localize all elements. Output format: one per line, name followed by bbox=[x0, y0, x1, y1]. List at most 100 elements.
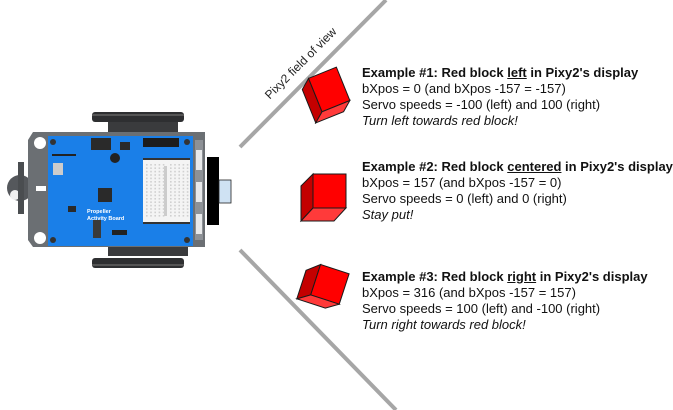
breadboard-hole bbox=[158, 174, 161, 176]
wheel-top bbox=[92, 112, 184, 134]
breadboard-hole bbox=[178, 215, 180, 217]
breadboard-hole bbox=[170, 187, 172, 190]
example-2-servo-speeds: Servo speeds = 0 (left) and 0 (right) bbox=[362, 191, 567, 206]
breadboard-hole bbox=[170, 164, 172, 166]
breadboard-hole bbox=[174, 164, 176, 166]
breadboard-hole bbox=[182, 177, 185, 180]
breadboard-hole bbox=[150, 201, 152, 203]
breadboard-hole bbox=[178, 201, 180, 203]
breadboard-hole bbox=[162, 204, 165, 207]
breadboard-hole bbox=[186, 170, 189, 173]
breadboard-hole bbox=[162, 177, 165, 180]
breadboard-hole bbox=[170, 174, 172, 176]
breadboard-hole bbox=[146, 167, 148, 169]
breadboard-hole bbox=[174, 194, 176, 197]
breadboard-hole bbox=[170, 201, 172, 203]
example-2-title: Example #2: Red block centered in Pixy2'… bbox=[362, 159, 673, 174]
breadboard-hole bbox=[186, 184, 189, 186]
wheel-bottom bbox=[92, 244, 188, 268]
breadboard-hole bbox=[150, 174, 152, 176]
example-1-note: Turn left towards red block! bbox=[362, 113, 518, 128]
breadboard-hole bbox=[170, 194, 172, 197]
breadboard-hole bbox=[174, 174, 176, 176]
breadboard-hole bbox=[182, 184, 185, 186]
breadboard-hole bbox=[178, 181, 180, 183]
breadboard-hole bbox=[178, 187, 180, 190]
example-3: Example #3: Red block right in Pixy2's d… bbox=[362, 269, 648, 333]
breadboard-hole bbox=[158, 177, 161, 180]
breadboard-hole bbox=[158, 170, 161, 173]
example-2-emphasis: centered bbox=[507, 159, 562, 174]
breadboard-hole bbox=[154, 184, 156, 186]
breadboard-hole bbox=[150, 194, 152, 197]
breadboard-hole bbox=[174, 211, 176, 214]
breadboard-hole bbox=[162, 211, 165, 214]
breadboard-hole bbox=[170, 177, 172, 180]
breadboard-hole bbox=[150, 170, 152, 173]
breadboard-hole bbox=[162, 184, 165, 186]
breadboard-hole bbox=[170, 215, 172, 217]
breadboard-hole bbox=[154, 215, 156, 217]
breadboard-hole bbox=[186, 181, 189, 183]
red-block-right bbox=[295, 263, 350, 309]
breadboard-hole bbox=[154, 198, 156, 200]
breadboard-hole bbox=[182, 198, 185, 200]
breadboard-hole bbox=[182, 164, 185, 166]
breadboard-hole bbox=[182, 215, 185, 217]
breadboard-hole bbox=[170, 198, 172, 200]
breadboard-hole bbox=[150, 198, 152, 200]
breadboard-hole bbox=[150, 191, 152, 193]
breadboard-hole bbox=[178, 167, 180, 169]
breadboard-hole bbox=[146, 174, 148, 176]
breadboard-hole bbox=[162, 208, 165, 210]
breadboard-hole bbox=[170, 191, 172, 193]
breadboard-hole bbox=[150, 177, 152, 180]
breadboard-hole bbox=[154, 164, 156, 166]
breadboard-hole bbox=[158, 194, 161, 197]
breadboard-hole bbox=[186, 201, 189, 203]
breadboard-hole bbox=[186, 164, 189, 166]
breadboard-hole bbox=[170, 208, 172, 210]
breadboard-hole bbox=[158, 164, 161, 166]
breadboard-hole bbox=[174, 184, 176, 186]
breadboard-hole bbox=[178, 164, 180, 166]
breadboard-hole bbox=[146, 191, 148, 193]
example-2-bxpos: bXpos = 157 (and bXpos -157 = 0) bbox=[362, 175, 562, 190]
breadboard-hole bbox=[154, 187, 156, 190]
breadboard-hole bbox=[158, 201, 161, 203]
breadboard-hole bbox=[146, 164, 148, 166]
breadboard-hole bbox=[154, 194, 156, 197]
breadboard-hole bbox=[150, 208, 152, 210]
breadboard-hole bbox=[170, 211, 172, 214]
breadboard-hole bbox=[146, 211, 148, 214]
breadboard-hole bbox=[154, 177, 156, 180]
breadboard-hole bbox=[150, 211, 152, 214]
breadboard-hole bbox=[186, 198, 189, 200]
breadboard-hole bbox=[150, 215, 152, 217]
fov-upper-line bbox=[238, 0, 388, 149]
breadboard-hole bbox=[146, 170, 148, 173]
breadboard-hole bbox=[154, 201, 156, 203]
breadboard-hole bbox=[158, 184, 161, 186]
breadboard-hole bbox=[178, 211, 180, 214]
breadboard-hole bbox=[186, 215, 189, 217]
breadboard-hole bbox=[158, 211, 161, 214]
breadboard-hole bbox=[158, 198, 161, 200]
breadboard-hole bbox=[186, 211, 189, 214]
breadboard-hole bbox=[146, 194, 148, 197]
breadboard-hole bbox=[158, 208, 161, 210]
breadboard-hole bbox=[182, 191, 185, 193]
fov-lower-line bbox=[238, 248, 398, 410]
breadboard-hole bbox=[186, 167, 189, 169]
breadboard-hole bbox=[170, 184, 172, 186]
example-3-servo-speeds: Servo speeds = 100 (left) and -100 (righ… bbox=[362, 301, 601, 316]
breadboard-hole bbox=[150, 187, 152, 190]
breadboard-hole bbox=[154, 191, 156, 193]
breadboard-hole bbox=[158, 191, 161, 193]
breadboard-hole bbox=[170, 167, 172, 169]
breadboard-hole bbox=[146, 187, 148, 190]
breadboard-hole bbox=[158, 215, 161, 217]
breadboard-hole bbox=[162, 174, 165, 176]
breadboard-hole bbox=[174, 215, 176, 217]
breadboard-hole bbox=[154, 208, 156, 210]
